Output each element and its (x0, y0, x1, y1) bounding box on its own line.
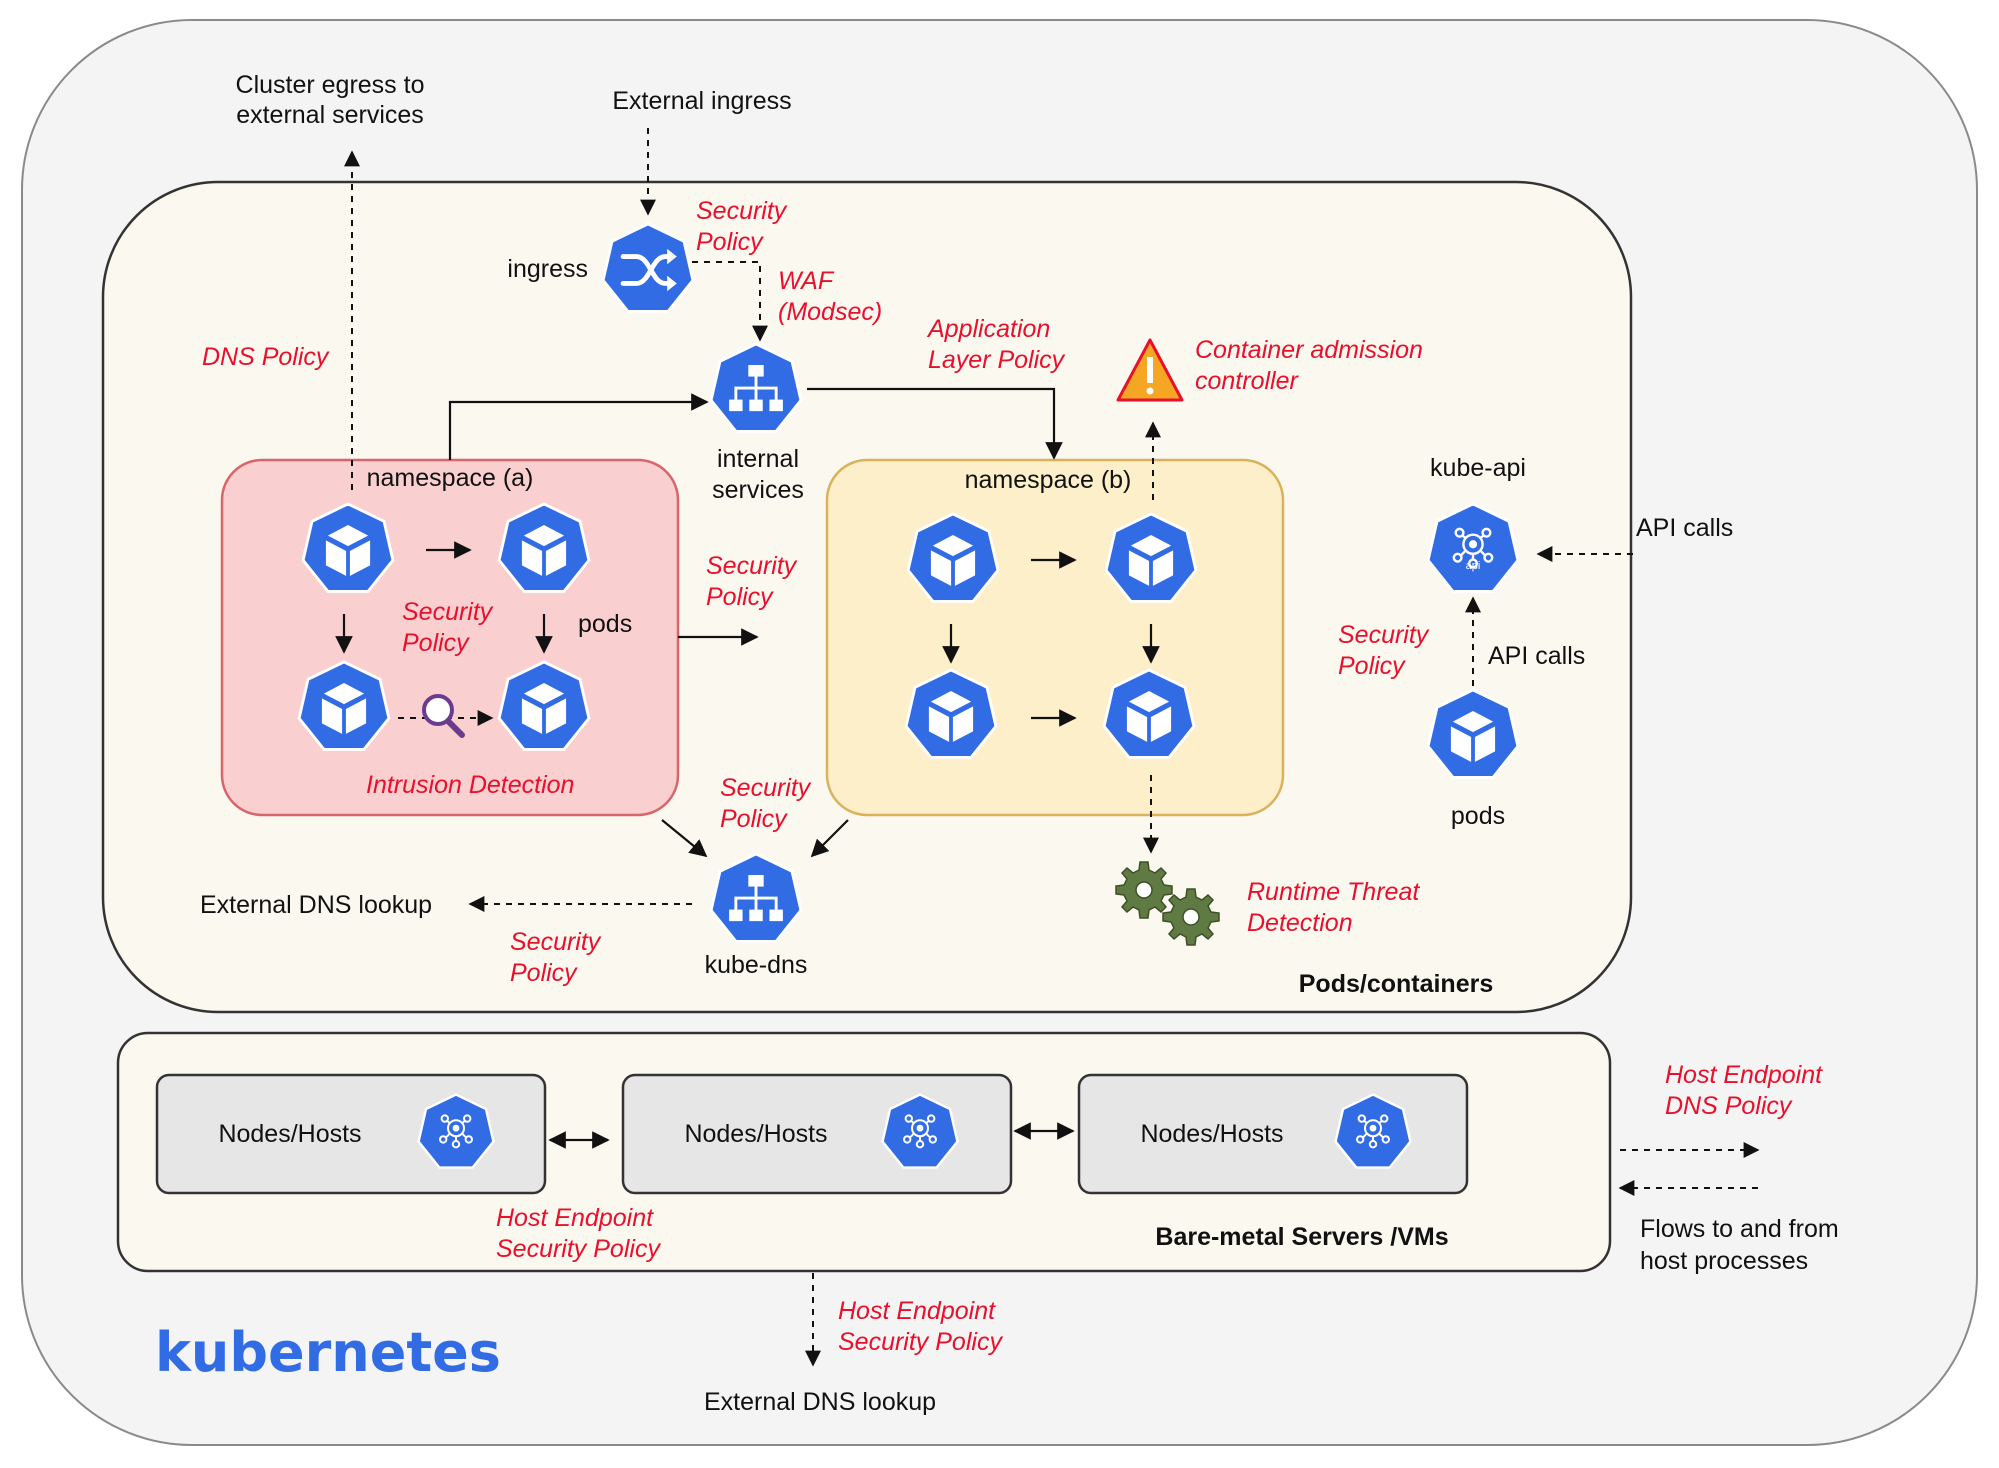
ingress-label: ingress (507, 255, 588, 283)
warning-icon (1116, 338, 1184, 402)
external-dns-lookup-label-1: External DNS lookup (200, 891, 432, 919)
external-ingress-label: External ingress (612, 87, 791, 115)
ns-a-to-services-arrow (448, 393, 709, 460)
api-calls-label-2: API calls (1488, 642, 1585, 670)
kube-api-label: kube-api (1430, 454, 1526, 482)
pods-a-label: pods (578, 610, 632, 638)
namespace-b-label: namespace (b) (965, 466, 1132, 494)
bare-metal-title: Bare-metal Servers /VMs (1155, 1223, 1448, 1251)
api-badge-text: api (1466, 560, 1481, 572)
nodes-hosts-label-2: Nodes/Hosts (684, 1120, 827, 1148)
namespace-a-label: namespace (a) (367, 464, 534, 492)
magnifier-icon (422, 694, 465, 738)
ns-b-to-dns-arrow (810, 819, 849, 858)
services-to-ns-b-arrow (807, 387, 1063, 460)
external-dns-lookup-label-2: External DNS lookup (704, 1388, 936, 1416)
ingress-to-services-arrow (692, 261, 768, 342)
intrusion-detection: Intrusion Detection (366, 771, 574, 799)
pods-right-label: pods (1451, 802, 1505, 830)
nodes-hosts-label-3: Nodes/Hosts (1140, 1120, 1283, 1148)
dns-policy: DNS Policy (202, 343, 330, 371)
nodes-hosts-label-1: Nodes/Hosts (218, 1120, 361, 1148)
waf-policy: WAF(Modsec) (778, 267, 882, 326)
api-calls-label-1: API calls (1636, 514, 1733, 542)
kubernetes-logo: kubernetes (155, 1321, 501, 1384)
kube-dns-label: kube-dns (705, 951, 808, 979)
namespace-b-box (825, 458, 1285, 817)
pods-containers-title: Pods/containers (1299, 970, 1494, 998)
ns-a-to-dns-arrow (661, 819, 708, 858)
